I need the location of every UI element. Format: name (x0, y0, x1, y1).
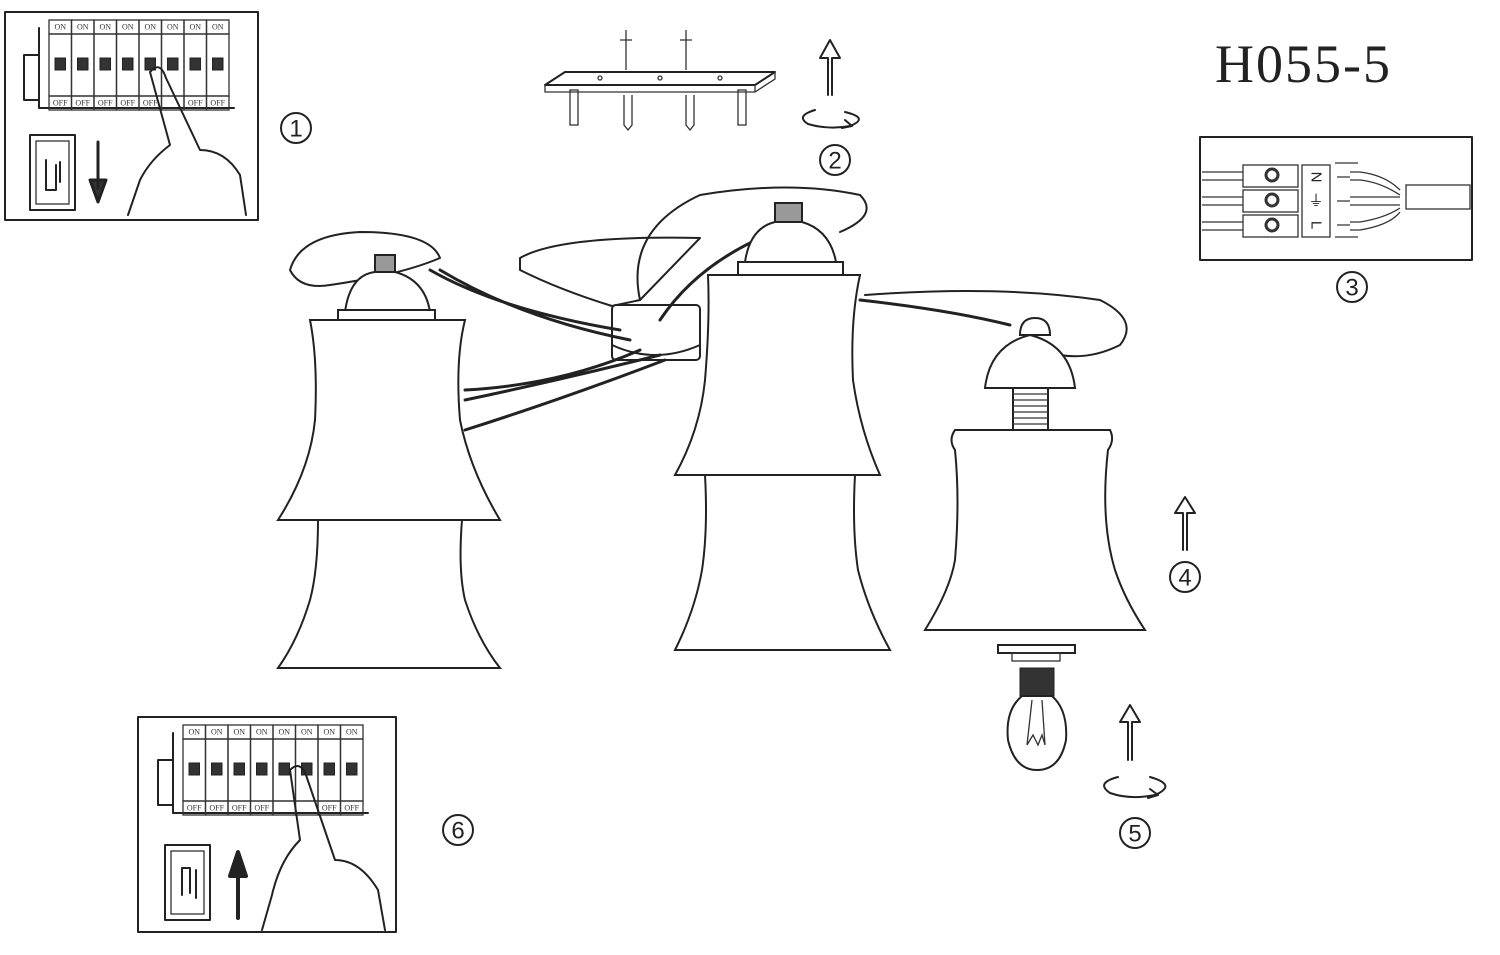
switch-on-label: ON (122, 23, 134, 32)
glass-shade (276, 319, 502, 521)
step-number-4: 4 (1178, 565, 1191, 592)
switch-off-label: OFF (232, 804, 247, 813)
breaker-toggle (211, 762, 223, 776)
switch-on-label: ON (301, 728, 313, 737)
breaker-toggle (188, 762, 200, 776)
breaker-toggle (77, 57, 89, 71)
model-number: H055-5 (1215, 34, 1392, 94)
breaker-toggle (346, 762, 358, 776)
lamp-socket (1012, 387, 1049, 431)
arrow-up-icon (1174, 496, 1196, 551)
switch-on-label: ON (188, 728, 200, 737)
switch-on-label: ON (189, 23, 201, 32)
switch-off-label: OFF (210, 99, 225, 108)
switch-off-label: OFF (209, 804, 224, 813)
glass-shade (923, 429, 1147, 631)
rotate-icon (1103, 776, 1167, 799)
arrow-down-icon (88, 140, 108, 204)
breaker-toggle (99, 57, 111, 71)
step-number-2: 2 (828, 148, 841, 175)
breaker-toggle (323, 762, 335, 776)
switch-on-label: ON (144, 23, 156, 32)
canopy-arm (519, 236, 701, 307)
glass-shade (673, 274, 882, 476)
light-bulb (1006, 695, 1068, 772)
switch-off-label: OFF (344, 804, 359, 813)
switch-off-label: OFF (98, 99, 113, 108)
switch-off-label: OFF (188, 99, 203, 108)
step-1-breaker-off-panel: ON OFF ON OFF ON OFF ON OFF ON OFF ON ON OFF ON OFF (4, 11, 259, 221)
breaker-toggle (122, 57, 134, 71)
breaker-toggle (189, 57, 201, 71)
switch-off-icon (45, 159, 61, 191)
switch-off-label: OFF (254, 804, 269, 813)
switch-on-label: ON (211, 728, 223, 737)
switch-off-label: OFF (120, 99, 135, 108)
switch-off-label-box (339, 800, 364, 816)
step-3-terminal-block: N ⏚ L (1199, 136, 1473, 261)
terminal-label-l: L (1308, 221, 1325, 229)
switch-on-label: ON (54, 23, 66, 32)
breaker-toggle (278, 762, 290, 776)
switch-on-label: ON (278, 728, 290, 737)
hand-icon (127, 66, 247, 216)
switch-on-label: ON (256, 728, 268, 737)
switch-on-label: ON (167, 23, 179, 32)
step-6-breaker-on-panel: ON OFF ON OFF ON OFF ON OFF ON ON ON OFF ON OFF (137, 716, 397, 933)
terminal-label-earth: ⏚ (1308, 193, 1323, 210)
step-number-6: 6 (451, 818, 464, 845)
rotate-icon (801, 109, 860, 129)
chandelier (276, 186, 1147, 772)
arrow-up-icon (1119, 704, 1141, 761)
bulb-base (1019, 667, 1055, 697)
switch-on-label: ON (99, 23, 111, 32)
switch-off-label: OFF (53, 99, 68, 108)
switch-off-label: OFF (187, 804, 202, 813)
switch-off-label: OFF (322, 804, 337, 813)
glass-shade (276, 519, 503, 669)
breaker-toggle (256, 762, 268, 776)
breaker-toggle (167, 57, 179, 71)
step-number-3: 3 (1345, 275, 1358, 302)
hand-icon (261, 765, 386, 931)
arrow-up-icon (228, 850, 248, 920)
switch-on-label: ON (323, 728, 335, 737)
switch-on-label: ON (212, 23, 224, 32)
switch-off-label-box (205, 95, 230, 111)
switch-on-label: ON (233, 728, 245, 737)
switch-off-label: OFF (143, 99, 158, 108)
mounting-bracket (544, 30, 776, 132)
breaker-switches: ON OFF ON OFF ON OFF ON OFF ON OFF ON ON OFF ON OFF (23, 19, 235, 111)
terminal-label-n: N (1308, 172, 1325, 183)
breaker-switches: ON OFF ON OFF ON OFF ON OFF ON ON ON OFF ON OFF (157, 724, 369, 816)
arrow-up-icon (819, 39, 841, 96)
switch-on-label: ON (346, 728, 358, 737)
step-number-5: 5 (1128, 821, 1141, 848)
center-canopy (611, 304, 701, 361)
switch-off-label: OFF (75, 99, 90, 108)
breaker-toggle (212, 57, 224, 71)
step-number-1: 1 (289, 116, 302, 143)
breaker-toggle (233, 762, 245, 776)
glass-shade (673, 474, 892, 651)
breaker-toggle (144, 57, 156, 71)
switch-on-icon (181, 867, 197, 899)
switch-on-label: ON (77, 23, 89, 32)
breaker-toggle (54, 57, 66, 71)
